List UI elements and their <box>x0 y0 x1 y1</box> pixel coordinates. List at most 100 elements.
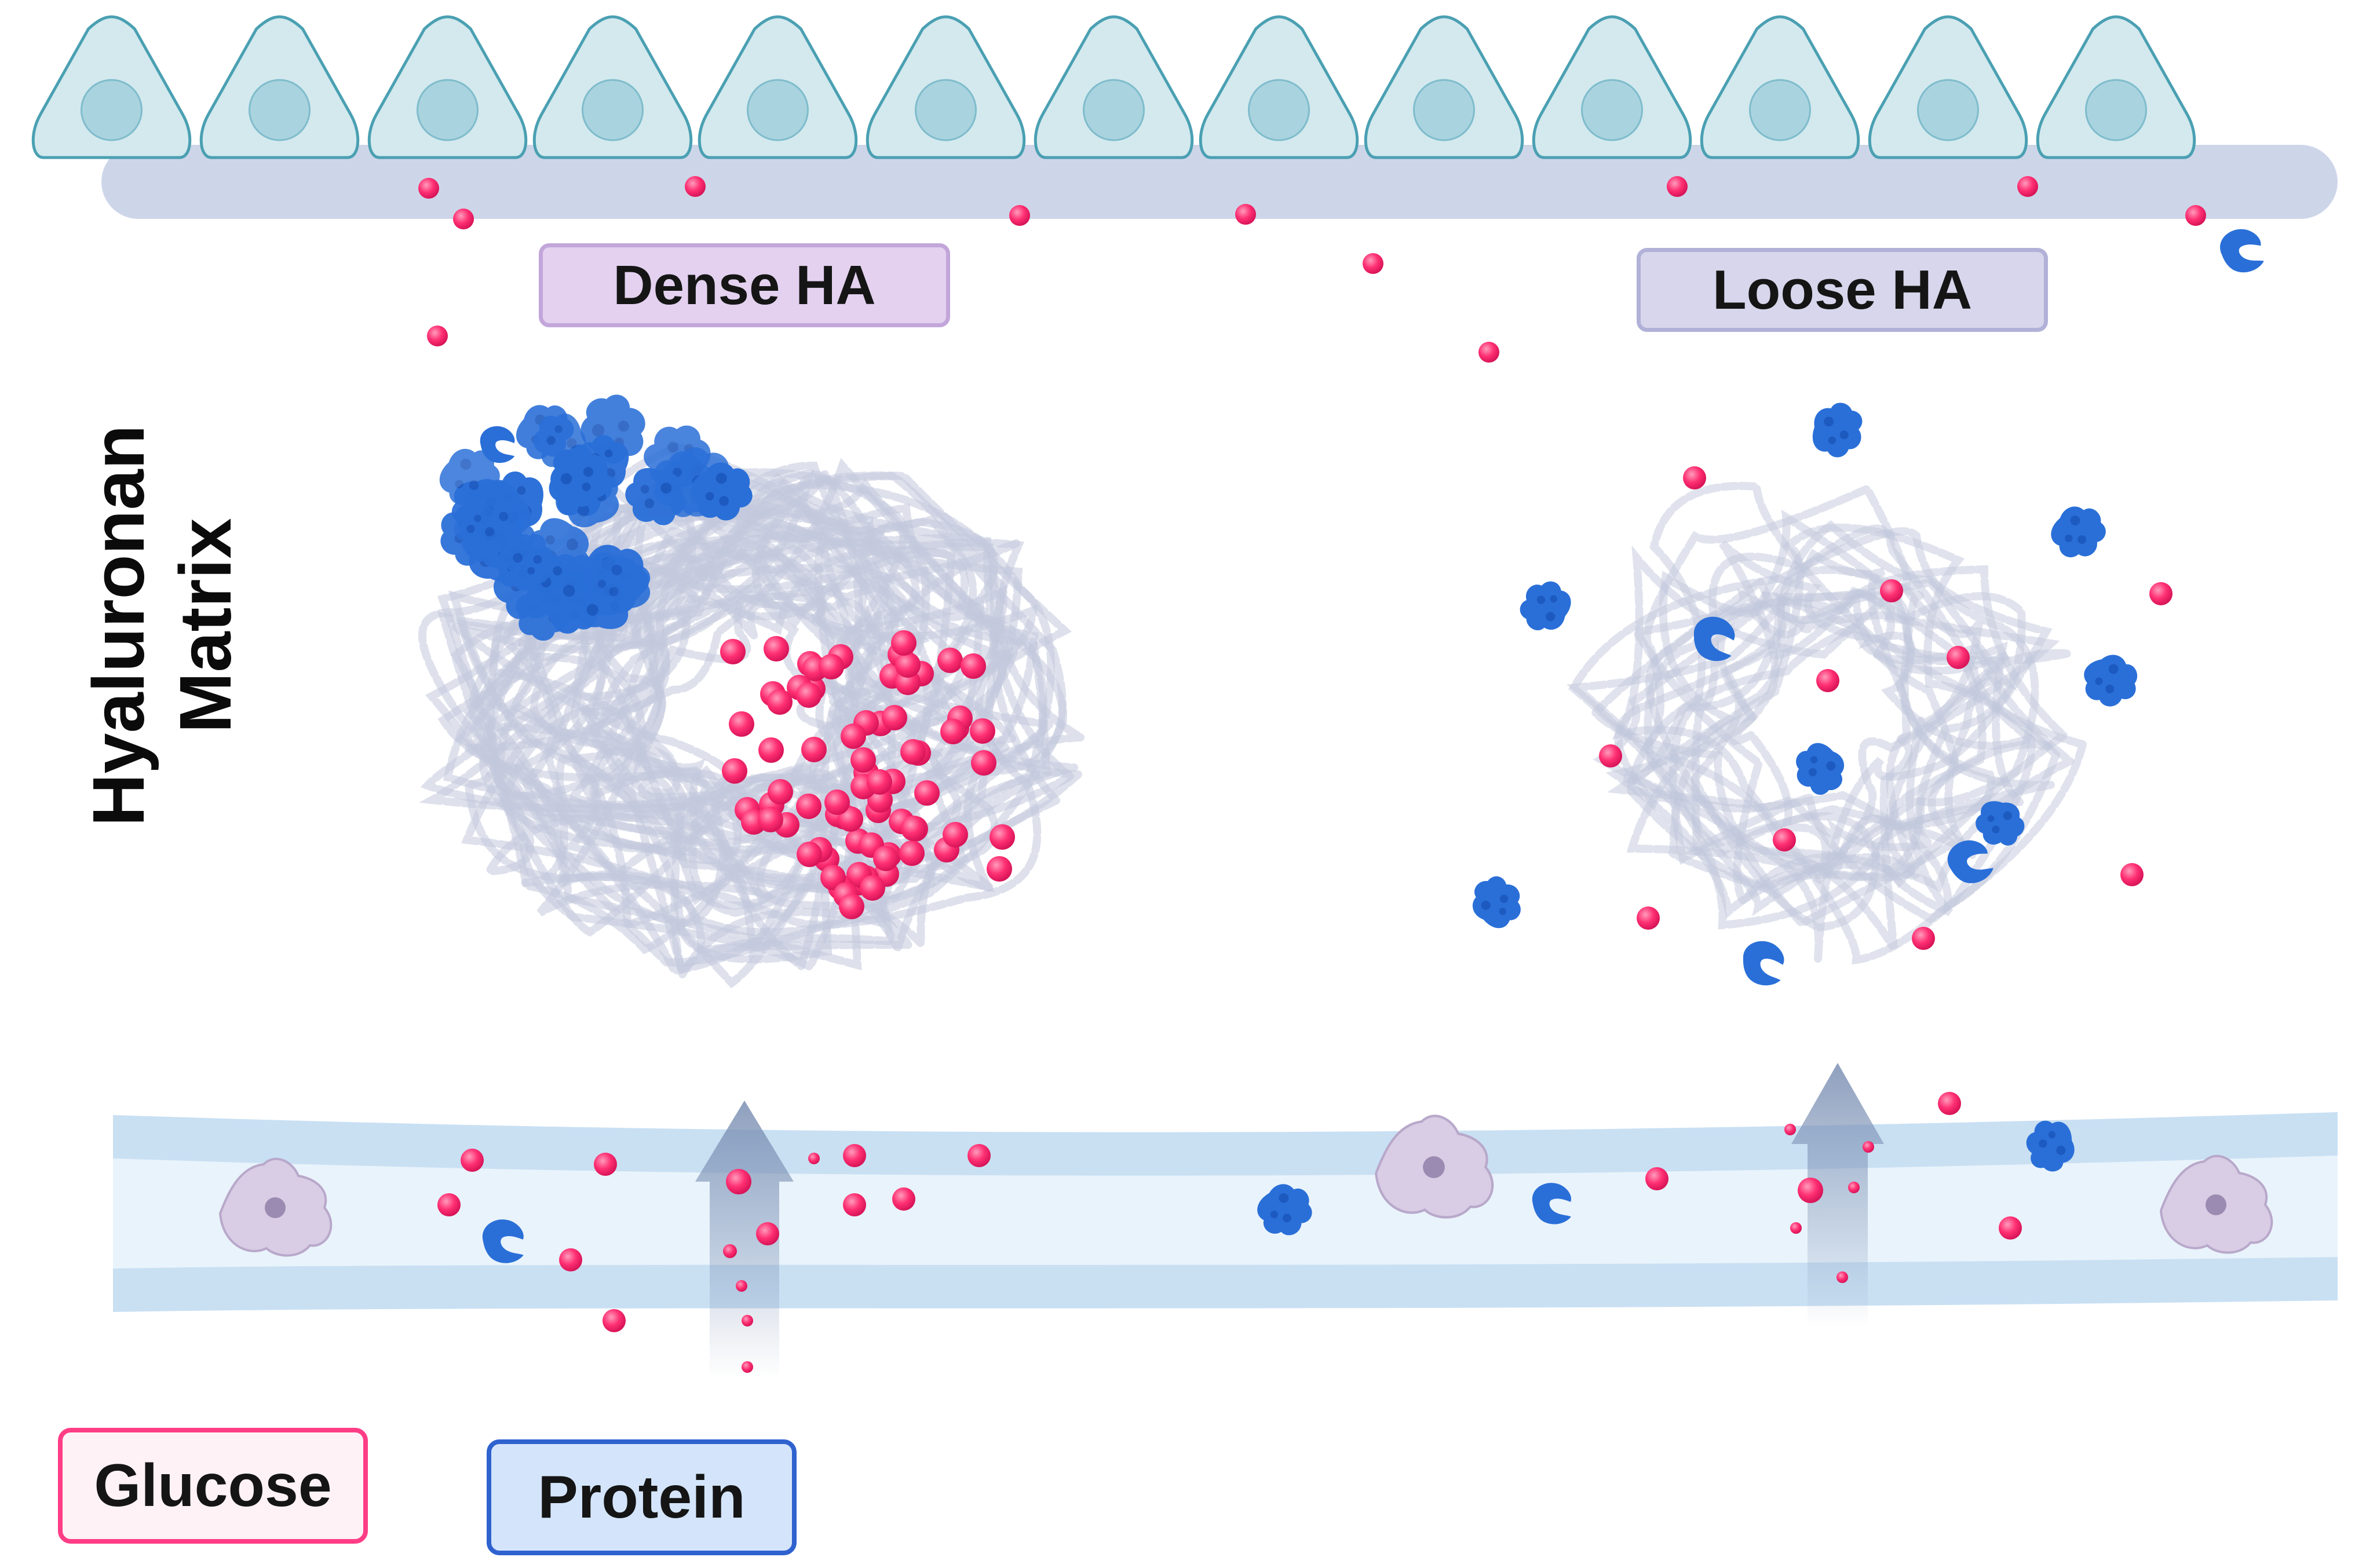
glucose-molecule-icon <box>2185 205 2206 226</box>
glucose-molecule-icon <box>797 842 822 867</box>
glucose-molecule-icon <box>860 875 885 901</box>
glucose-molecule-icon <box>1836 1271 1848 1283</box>
glucose-molecule-icon <box>726 1169 751 1194</box>
hyaluronan-matrix-title: Hyaluronan Matrix <box>70 220 255 1031</box>
glucose-molecule-icon <box>971 750 996 776</box>
glucose-molecule-icon <box>899 840 925 866</box>
glucose-molecule-icon <box>2017 176 2038 197</box>
loose-ha-label: Loose HA <box>1637 248 2048 332</box>
blood-vessel <box>113 1112 2338 1312</box>
glucose-molecule-icon <box>720 639 746 664</box>
glucose-cluster <box>720 630 1015 919</box>
title-line-1: Hyaluronan <box>78 425 159 827</box>
protein-icon <box>1514 573 1577 639</box>
epithelial-cell-icon <box>1868 15 2028 159</box>
glucose-molecule-icon <box>685 176 706 197</box>
glucose-molecule-icon <box>758 737 784 763</box>
glucose-molecule-icon <box>756 1222 779 1245</box>
glucose-molecule-icon <box>843 1144 866 1167</box>
glucose-molecule-icon <box>764 636 789 661</box>
epithelial-cell-icon <box>698 15 858 159</box>
glucose-molecule-icon <box>767 689 793 715</box>
epithelial-cell-icon <box>31 15 192 159</box>
glucose-molecule-icon <box>796 682 821 708</box>
glucose-molecule-icon <box>1880 579 1903 602</box>
glucose-molecule-icon <box>1683 466 1706 489</box>
glucose-molecule-icon <box>940 719 966 744</box>
glucose-molecule-icon <box>1478 342 1499 363</box>
glucose-molecule-icon <box>808 1153 820 1164</box>
protein-icon <box>2215 223 2269 279</box>
glucose-molecule-icon <box>873 846 899 871</box>
immune-cells <box>218 1114 2273 1257</box>
protein-icon <box>2074 645 2147 716</box>
glucose-molecule-icon <box>461 1149 484 1172</box>
glucose-molecule-icon <box>970 718 995 744</box>
epithelial-cell-icon <box>1034 15 1194 159</box>
title-line-2: Matrix <box>165 518 246 733</box>
glucose-molecule-icon <box>882 705 907 730</box>
glucose-molecule-icon <box>758 807 783 832</box>
epithelial-cell-icon <box>866 15 1026 159</box>
loose-ha-network <box>1566 482 2087 965</box>
glucose-molecule-icon <box>987 856 1012 882</box>
glucose-molecule-icon <box>801 737 827 762</box>
glucose-molecule-icon <box>1773 828 1796 851</box>
epithelial-cell-icon <box>2036 15 2196 159</box>
glucose-molecule-icon <box>559 1248 582 1271</box>
glucose-molecule-icon <box>1009 205 1030 226</box>
glucose-molecule-icon <box>867 769 892 795</box>
glucose-molecule-icon <box>1784 1124 1796 1135</box>
glucose-molecule-icon <box>824 790 850 815</box>
glucose-molecule-icon <box>841 723 866 749</box>
glucose-molecule-icon <box>742 1315 753 1326</box>
glucose-molecule-icon <box>729 711 754 737</box>
glucose-molecule-icon <box>895 652 921 678</box>
glucose-molecule-icon <box>594 1153 617 1176</box>
glucose-molecule-icon <box>1999 1216 2022 1240</box>
glucose-molecule-icon <box>819 654 844 679</box>
glucose-molecule-icon <box>723 1244 737 1258</box>
glucose-molecule-icon <box>901 816 926 841</box>
epithelial-cell-icon <box>367 15 528 159</box>
glucose-molecule-icon <box>1235 204 1256 225</box>
epithelial-cell-icon <box>1364 15 1524 159</box>
glucose-molecule-icon <box>2120 863 2144 886</box>
protein-icon <box>2043 496 2114 568</box>
dense-ha-label: Dense HA <box>539 243 950 327</box>
glucose-molecule-icon <box>891 630 917 656</box>
glucose-molecule-icon <box>736 1280 747 1292</box>
glucose-molecule-icon <box>892 1187 915 1211</box>
glucose-molecule-icon <box>914 780 940 806</box>
protein-legend: Protein <box>487 1439 797 1555</box>
glucose-molecule-icon <box>1363 253 1383 274</box>
glucose-molecule-icon <box>1798 1178 1823 1203</box>
basement-membrane <box>101 145 2338 219</box>
glucose-molecule-icon <box>967 1144 991 1167</box>
up-arrow-icon <box>695 1101 794 1379</box>
glucose-molecule-icon <box>943 822 968 847</box>
glucose-molecules <box>418 176 2206 1373</box>
glucose-molecule-icon <box>850 747 876 773</box>
glucose-molecule-icon <box>437 1193 461 1216</box>
glucose-molecule-icon <box>961 653 986 679</box>
glucose-molecule-icon <box>1912 927 1935 950</box>
up-arrow-icon <box>1791 1063 1884 1326</box>
epithelial-cell-icon <box>1199 15 1359 159</box>
glucose-molecule-icon <box>1667 176 1688 197</box>
glucose-molecule-icon <box>1848 1182 1860 1193</box>
glucose-molecule-icon <box>722 758 747 784</box>
epithelial-cell-layer <box>31 15 2196 159</box>
glucose-molecule-icon <box>1947 646 1970 669</box>
epithelial-cell-icon <box>1532 15 1692 159</box>
glucose-molecule-icon <box>2149 582 2173 605</box>
glucose-molecule-icon <box>843 1193 866 1216</box>
glucose-legend: Glucose <box>58 1428 368 1544</box>
glucose-molecule-icon <box>796 794 821 819</box>
glucose-molecule-icon <box>1645 1167 1668 1190</box>
glucose-molecule-icon <box>603 1309 626 1332</box>
epithelial-cell-icon <box>532 15 693 159</box>
glucose-molecule-icon <box>1599 744 1622 767</box>
protein-icon <box>1462 869 1531 935</box>
